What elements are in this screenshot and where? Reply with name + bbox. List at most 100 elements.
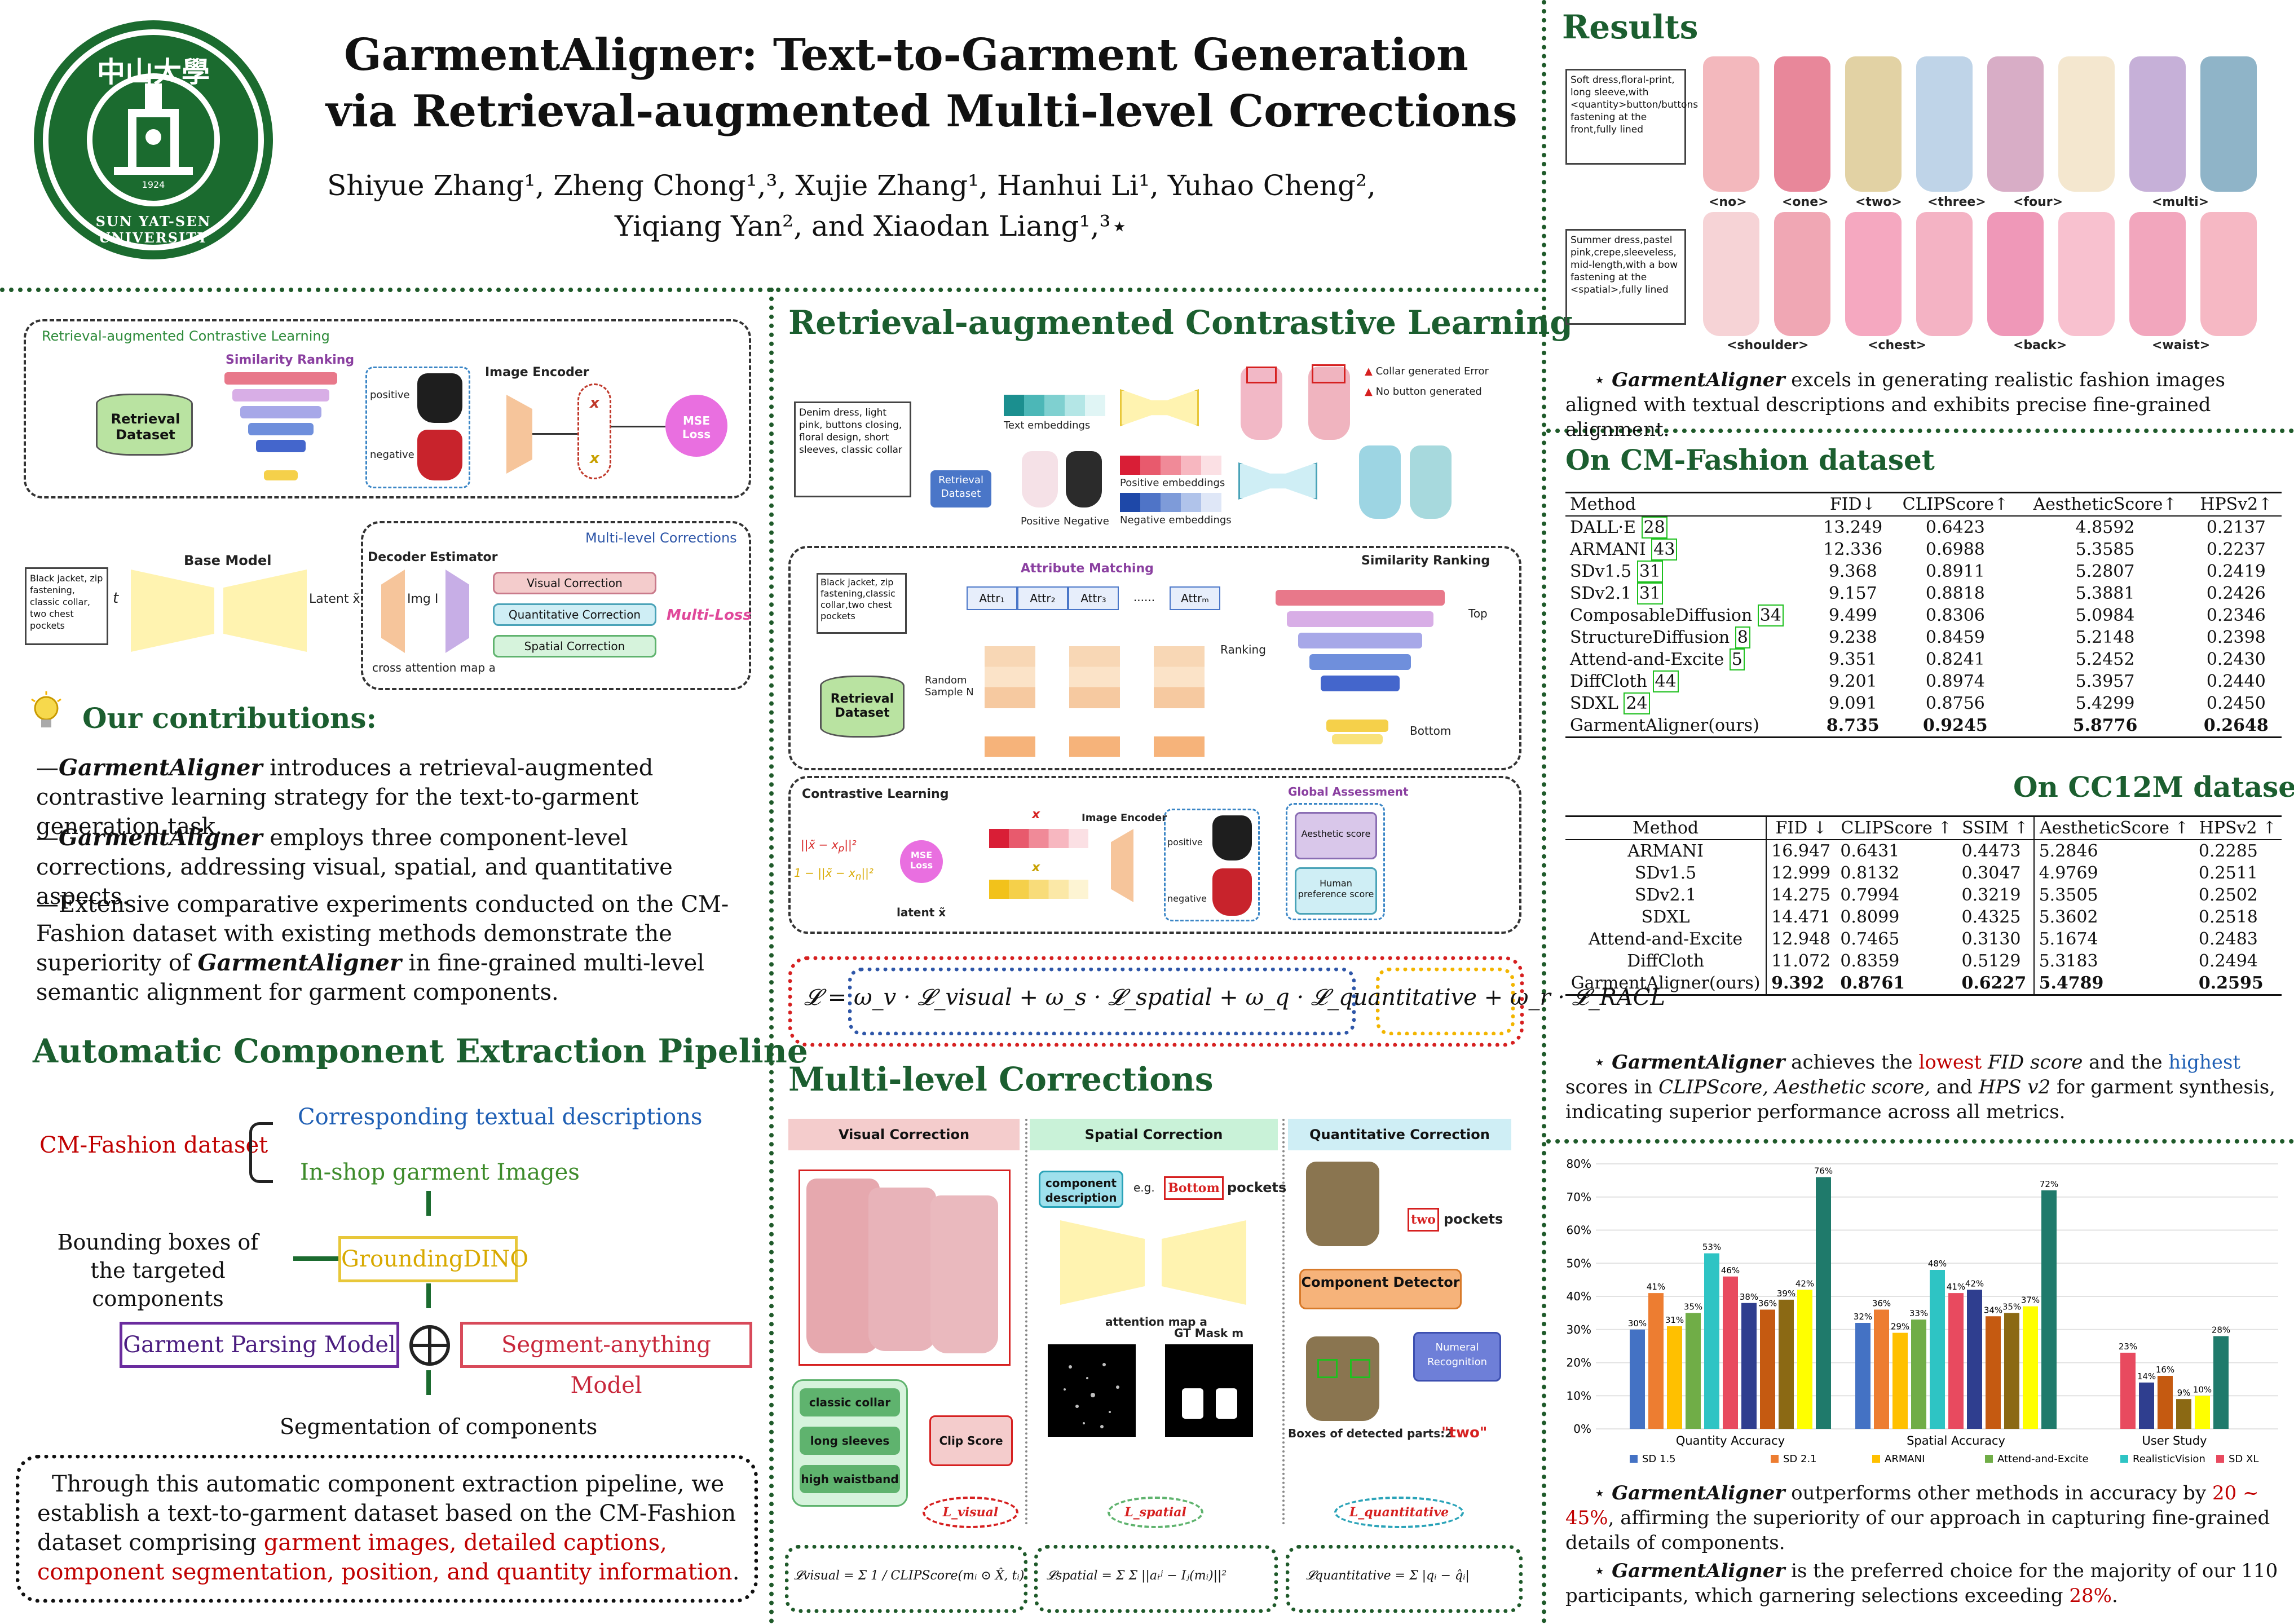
- cm-method-cell: DALL·E 28: [1565, 516, 1815, 539]
- mlc-formula-visual: 𝓛visual = Σ 1 / CLIPScore(mᵢ ⊙ X̂, tᵢ): [794, 1569, 1025, 1583]
- overview-unet-1: [131, 570, 214, 652]
- overview-ranking-funnel: [224, 372, 337, 485]
- cc12m-cap-a: achieves the: [1785, 1051, 1919, 1074]
- mlc-two-box: two: [1408, 1208, 1439, 1232]
- cc12m-cap-e: for garment synthesis, indicating superi…: [1565, 1076, 2275, 1123]
- mlc-tag-3: high waistband: [800, 1465, 900, 1493]
- chart-y-tick: 20%: [1567, 1356, 1591, 1370]
- cc-method-cell: Attend-and-Excite: [1565, 928, 1767, 950]
- cm-citation[interactable]: 24: [1624, 692, 1650, 714]
- cc12m-caption-name: GarmentAligner: [1612, 1051, 1785, 1074]
- chart-y-tick: 70%: [1567, 1190, 1591, 1204]
- mlc-visual-label: Visual Correction: [838, 1127, 970, 1142]
- cc12m-cap-c: scores in: [1565, 1076, 1659, 1098]
- racl-unet-top: [1120, 389, 1199, 426]
- loss-equation-inner-yellow: [1376, 968, 1515, 1035]
- cm-value-cell: 12.336: [1823, 540, 1883, 559]
- authors-line1: Shiyue Zhang¹, Zheng Chong¹,³, Xujie Zha…: [327, 169, 1376, 202]
- chart-caption-2-red: 28%: [2069, 1585, 2112, 1607]
- mlc-bottom-label: Bottom: [1168, 1181, 1220, 1195]
- pipeline-dataset: CM-Fashion dataset: [39, 1132, 268, 1158]
- chart-y-tick: 60%: [1567, 1224, 1591, 1237]
- chart-legend-swatch: [2120, 1455, 2128, 1463]
- positive-jacket-image: [417, 373, 462, 423]
- chart-bar: [1630, 1329, 1645, 1429]
- cm-method-cell: DiffCloth 44: [1565, 670, 1815, 692]
- mlc-spatial-label: Spatial Correction: [1084, 1127, 1223, 1142]
- mlc-spatial-unet-1: [1060, 1220, 1145, 1305]
- chart-bar: [1723, 1276, 1738, 1429]
- cc-value-cell: 12.948: [1771, 929, 1831, 949]
- cm-citation[interactable]: 31: [1636, 582, 1663, 604]
- results-caption-text: excels in generating realistic fashion i…: [1565, 369, 2225, 441]
- chart-caption-1-red: 20 ~ 45%: [1565, 1482, 2259, 1529]
- cm-method-name: SDv1.5: [1570, 562, 1632, 581]
- chart-data-label: 39%: [1777, 1288, 1796, 1299]
- chart-data-label: 14%: [2137, 1371, 2156, 1382]
- results-title: Results: [1562, 8, 1699, 46]
- overview-encoder-shape: [506, 395, 532, 474]
- cc12m-cap-metrics: CLIPScore, Aesthetic score,: [1658, 1076, 1931, 1098]
- contribution-1: —GarmentAligner introduces a retrieval-a…: [36, 754, 654, 840]
- chart-bar: [1892, 1332, 1908, 1429]
- racl-global-box: [1286, 803, 1385, 920]
- chart-caption-2: ⋆ GarmentAligner is the preferred choice…: [1565, 1560, 2278, 1607]
- chart-data-label: 53%: [1702, 1242, 1721, 1252]
- chart-legend-swatch: [1771, 1455, 1779, 1463]
- cc-value-cell: 5.3602: [2039, 907, 2098, 927]
- racl-bottom: Bottom: [1410, 724, 1452, 738]
- cm-citation[interactable]: 44: [1652, 670, 1679, 692]
- cc-value-cell: 0.2511: [2198, 863, 2258, 883]
- logo-year: 1924: [142, 179, 165, 190]
- chart-legend-swatch: [1872, 1455, 1880, 1463]
- cm-citation[interactable]: 5: [1729, 648, 1745, 670]
- results-row1-images: [1697, 56, 2289, 192]
- chart-bar: [2176, 1399, 2191, 1429]
- chart-data-label: 41%: [1947, 1282, 1965, 1292]
- chart-legend-label: SD XL: [2229, 1453, 2258, 1465]
- results-row1-labels: <no> <one> <two> <three> <four> <multi>: [1697, 195, 2289, 212]
- overview-mse-loss: MSE Loss: [665, 395, 727, 457]
- cc-value-cell: 0.7994: [1840, 885, 1900, 905]
- racl-positive-dress: [1022, 451, 1058, 508]
- overview-xp: x: [590, 395, 599, 412]
- cm-value-cell: 0.2450: [2206, 694, 2266, 713]
- racl-ranking: Ranking: [1220, 643, 1266, 656]
- mlc-spatial-header: Spatial Correction: [1030, 1119, 1278, 1150]
- results-label-back: <back>: [2013, 338, 2067, 352]
- mlc-tag-1: classic collar: [800, 1388, 900, 1416]
- cm-citation[interactable]: 34: [1757, 604, 1784, 626]
- racl-positive-emb-bar: [1120, 456, 1221, 475]
- cm-value-cell: 0.6988: [1925, 540, 1985, 559]
- cc-value-cell: 0.4473: [1957, 840, 2035, 862]
- overview-similarity-ranking: Similarity Ranking: [226, 353, 355, 367]
- cm-citation[interactable]: 31: [1636, 561, 1663, 582]
- cc-value-cell: 0.2502: [2198, 885, 2258, 905]
- mlc-pockets2: pockets: [1444, 1211, 1503, 1227]
- cc-ours-value: 9.392: [1771, 973, 1825, 993]
- lightbulb-icon: [29, 691, 63, 733]
- contribution-2-text: employs three component-level correction…: [36, 825, 673, 910]
- cm-method-cell: SDXL 24: [1565, 692, 1815, 714]
- cm-citation[interactable]: 28: [1641, 517, 1667, 539]
- chart-bar: [2041, 1190, 2057, 1429]
- chart-bar: [1797, 1290, 1812, 1429]
- chart-data-label: 10%: [2193, 1384, 2212, 1394]
- cm-col-hps: HPSv2↑: [2200, 495, 2273, 514]
- cm-value-cell: 9.091: [1828, 694, 1877, 713]
- cm-citation[interactable]: 43: [1651, 539, 1678, 561]
- mlc-visual-header: Visual Correction: [788, 1119, 1020, 1150]
- cm-citation[interactable]: 8: [1735, 626, 1750, 648]
- racl-error-2-text: No button generated: [1375, 386, 1482, 398]
- chart-legend-label: ARMANI: [1885, 1453, 1925, 1465]
- cm-ours-method: GarmentAligner(ours): [1570, 716, 1759, 735]
- cc-value-cell: 0.2285: [2198, 841, 2258, 861]
- chart-bar: [1874, 1309, 1889, 1429]
- accuracy-chart-svg: 0%10%20%30%40%50%60%70%80%30%41%31%35%53…: [1567, 1157, 2278, 1482]
- mlc-tag-2-label: long sleeves: [810, 1434, 890, 1448]
- chart-data-label: 34%: [1984, 1305, 2002, 1315]
